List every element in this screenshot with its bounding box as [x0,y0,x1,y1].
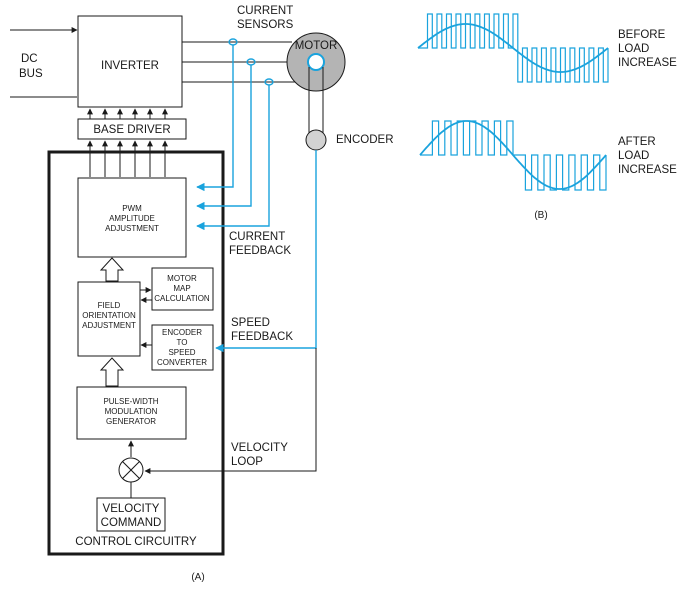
field-orientation-label-3: ADJUSTMENT [82,321,136,330]
speed-feedback-label-1: SPEED [231,317,270,329]
velocity-command-label-2: COMMAND [101,517,162,529]
base-driver-box [77,118,187,140]
field-motor-map-arrows [140,287,152,303]
inverter-box [77,15,183,108]
summing-junction-icon [118,457,144,483]
velocity-loop-line [144,348,317,474]
waveform-after-load [419,120,607,191]
velocity-command-label-1: VELOCITY [103,503,160,515]
dc-bus-label-2: BUS [19,68,43,80]
base-driver-label: BASE DRIVER [93,124,170,136]
field-orientation-label-2: ORIENTATION [82,311,136,320]
pwm-generator-label-2: MODULATION [105,407,158,416]
motor-map-label-1: MOTOR [167,274,197,283]
motor-label: MOTOR [295,40,338,52]
encoder-converter-label-2: TO [177,338,188,347]
motor-map-label-3: CALCULATION [154,294,210,303]
encoder-converter-label-4: CONVERTER [157,358,207,367]
pwm-generator-box [76,386,187,440]
hollow-arrow-gen-to-field [99,357,125,387]
current-feedback-label-1: CURRENT [229,231,285,243]
motor-map-label-2: MAP [173,284,190,293]
current-feedback-lines [196,45,270,231]
velocity-loop-label-1: VELOCITY [231,442,288,454]
dc-bus-lines [10,27,78,98]
pwm-generator-label-3: GENERATOR [106,417,156,426]
velocity-loop-label-2: LOOP [231,456,263,468]
field-orientation-label-1: FIELD [98,301,121,310]
before-load-label-2: LOAD [618,43,649,55]
inverter-label: INVERTER [101,60,159,72]
hollow-arrow-field-to-pwm [99,257,125,282]
encoder-converter-label-3: SPEED [168,348,195,357]
encoder-belt [308,67,324,138]
after-load-label-2: LOAD [618,150,649,162]
after-load-label-1: AFTER [618,136,656,148]
encoder-converter-box [151,324,214,371]
pwm-amplitude-label-3: ADJUSTMENT [105,224,159,233]
current-feedback-label-2: FEEDBACK [229,245,291,257]
dc-bus-label-1: DC [21,53,38,65]
phase-lines [182,41,298,83]
motor-shaft-icon [307,53,325,71]
waveform-before-load [417,13,609,83]
caption-a: (A) [191,572,204,583]
encoder-converter-label-1: ENCODER [162,328,202,337]
current-sensors-label-2: SENSORS [237,19,294,31]
current-sensors-label-1: CURRENT [237,5,293,17]
motor-map-box [151,267,214,311]
gate-signal-arrows-bottom [87,140,168,177]
control-circuitry-frame [47,150,225,556]
caption-b: (B) [534,210,547,221]
pwm-amplitude-box [77,177,187,258]
control-circuitry-label: CONTROL CIRCUITRY [75,536,197,548]
before-load-label-3: INCREASE [618,57,677,69]
encoder-icon [305,129,327,151]
field-orientation-box [77,281,141,357]
speed-feedback-label-2: FEEDBACK [231,331,293,343]
velocity-command-box [96,497,166,532]
after-load-label-3: INCREASE [618,164,677,176]
gate-signal-arrows-top [87,108,168,119]
pwm-amplitude-label-2: AMPLITUDE [109,214,155,223]
before-load-label-1: BEFORE [618,29,666,41]
pwm-amplitude-label-1: PWM [122,204,142,213]
encoder-label: ENCODER [336,134,394,146]
pwm-generator-label-1: PULSE-WIDTH [103,397,158,406]
